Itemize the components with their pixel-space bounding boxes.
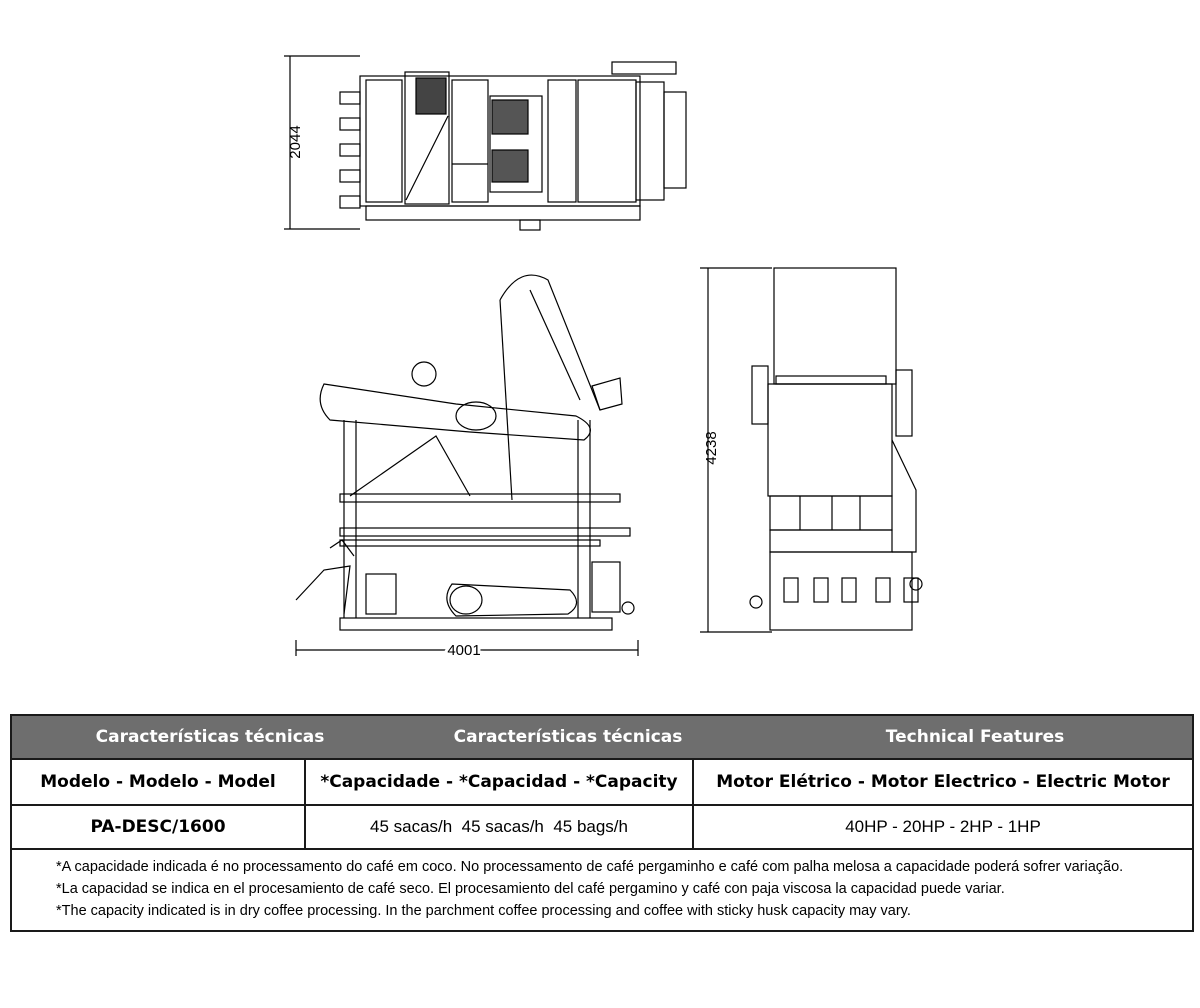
header-title-pt: Características técnicas: [95, 727, 325, 747]
cell-model: PA-DESC/1600: [12, 806, 306, 848]
front-view-drawing: [700, 267, 923, 633]
top-view-height-dimension: 2044: [287, 125, 304, 158]
cell-capacity: 45 sacas/h 45 sacas/h 45 bags/h: [306, 806, 694, 848]
column-header-capacity: *Capacidade - *Capacidad - *Capacity: [306, 760, 694, 804]
note-es: *La capacidad se indica en el procesamie…: [56, 881, 1005, 897]
top-view-drawing: [284, 55, 687, 231]
table-row: PA-DESC/1600 45 sacas/h 45 sacas/h 45 ba…: [12, 806, 1192, 850]
cell-motor: 40HP - 20HP - 2HP - 1HP: [845, 817, 1041, 836]
header-title-en: Technical Features: [885, 727, 1065, 747]
header-title-es: Características técnicas: [453, 727, 683, 747]
side-view-drawing: [295, 274, 639, 656]
side-view-width-dimension: 4001: [447, 642, 480, 659]
technical-drawing: 2044 4238 4001: [284, 55, 923, 659]
column-header-row: Modelo - Modelo - Model *Capacidade - *C…: [12, 760, 1192, 806]
note-pt: *A capacidade indicada é no processament…: [56, 859, 1124, 875]
front-view-height-dimension: 4238: [703, 431, 720, 464]
column-header-model: Modelo - Modelo - Model: [12, 760, 306, 804]
capacity-notes: *A capacidade indicada é no processament…: [12, 850, 1192, 930]
technical-features-table: Características técnicas Características…: [10, 714, 1194, 932]
note-en: *The capacity indicated is in dry coffee…: [56, 903, 911, 919]
table-header-band: Características técnicas Características…: [12, 716, 1192, 760]
column-header-motor: Motor Elétrico - Motor Electrico - Elect…: [716, 772, 1170, 792]
